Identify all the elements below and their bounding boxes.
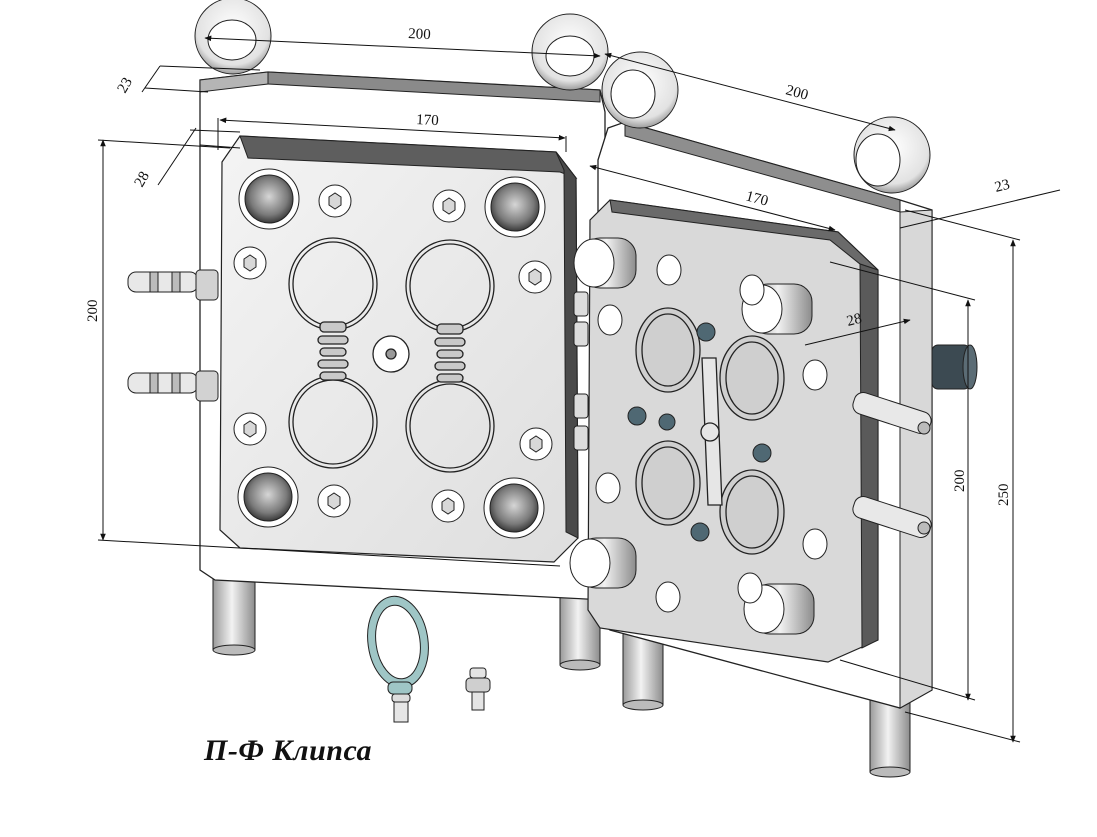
dim-plate-height-right: 250 bbox=[996, 484, 1012, 507]
left-clip-cavities bbox=[288, 237, 495, 473]
right-pillar-2 bbox=[869, 699, 911, 773]
dim-offset-left: 23 bbox=[115, 75, 136, 96]
left-cooling-fittings bbox=[127, 269, 219, 402]
right-mold-half bbox=[569, 51, 978, 778]
right-screws bbox=[595, 254, 828, 613]
dim-eye-bolt-spacing-left: 200 bbox=[408, 26, 431, 43]
left-guide-pin-stubs bbox=[573, 291, 589, 451]
molded-clip-part bbox=[367, 595, 429, 723]
dim-insert-height-right: 200 bbox=[952, 470, 968, 493]
dim-eye-bolt-spacing-right: 200 bbox=[784, 82, 810, 103]
molded-small-part bbox=[465, 667, 491, 711]
left-mold-half bbox=[127, 0, 609, 671]
dim-insert-offset-left: 28 bbox=[132, 169, 153, 190]
left-guide-bushings bbox=[237, 168, 546, 539]
dimension-lines bbox=[97, 35, 1061, 743]
dim-insert-width-left: 170 bbox=[416, 112, 439, 129]
dim-height-left: 200 bbox=[85, 300, 101, 323]
left-pillar bbox=[212, 569, 256, 651]
dimension-texts: 200 23 170 28 200 200 23 170 28 200 250 bbox=[85, 26, 1012, 506]
dim-offset-right: 23 bbox=[993, 177, 1011, 196]
dim-insert-offset-right: 28 bbox=[845, 311, 863, 330]
right-ejector-pins bbox=[627, 322, 772, 542]
right-clip-cores bbox=[635, 307, 785, 555]
right-cooling-fittings bbox=[852, 392, 932, 538]
drawing-caption: П-Ф Клипса bbox=[204, 734, 372, 767]
left-screws bbox=[233, 184, 553, 523]
dim-insert-width-right: 170 bbox=[744, 188, 770, 209]
right-guide-pins bbox=[569, 237, 815, 635]
